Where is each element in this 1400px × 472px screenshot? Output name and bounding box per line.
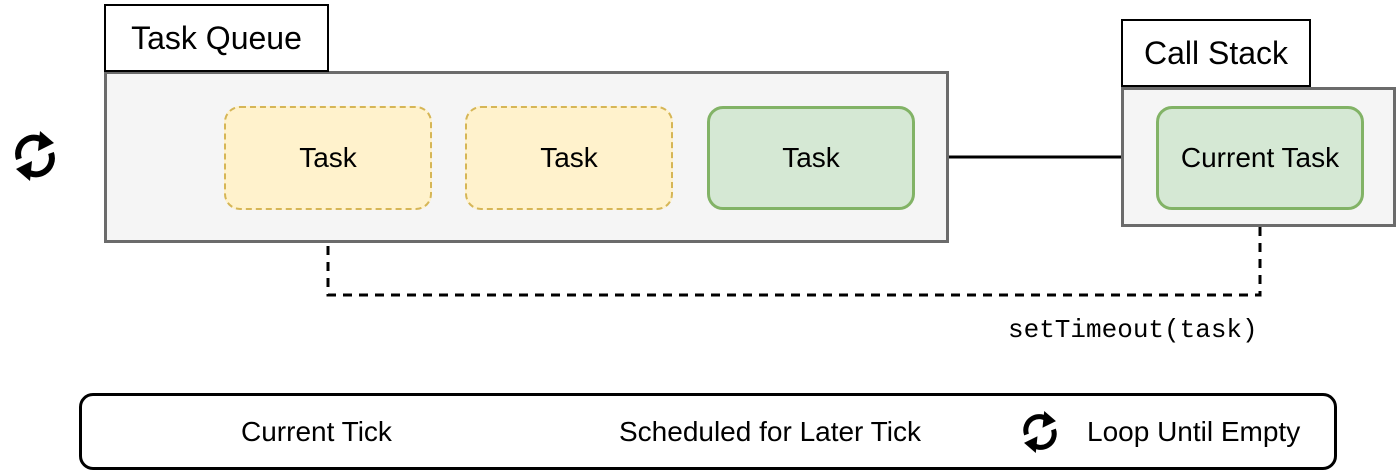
task-label: Task <box>782 142 840 173</box>
loop-arrows-icon <box>10 125 60 187</box>
scheduled-arrow <box>326 211 1262 297</box>
queued-task-1: Task <box>224 106 432 210</box>
settimeout-label: setTimeout(task) <box>1008 315 1258 345</box>
legend-loop-label: Loop Until Empty <box>1087 416 1301 447</box>
task-label: Task <box>540 142 598 173</box>
current-task-label: Current Task <box>1180 142 1340 173</box>
call-stack-title: Call Stack <box>1121 19 1311 87</box>
task-label: Task <box>299 142 357 173</box>
task-queue-title: Task Queue <box>104 4 329 72</box>
legend-box <box>79 393 1337 470</box>
queued-task-2: Task <box>465 106 673 210</box>
current-task: Current Task <box>1156 106 1364 210</box>
legend-scheduled-label: Scheduled for Later Tick <box>619 416 921 447</box>
legend-current-tick-label: Current Tick <box>241 416 392 447</box>
legend-loop-icon <box>1019 403 1061 461</box>
queued-task-3: Task <box>707 106 915 210</box>
